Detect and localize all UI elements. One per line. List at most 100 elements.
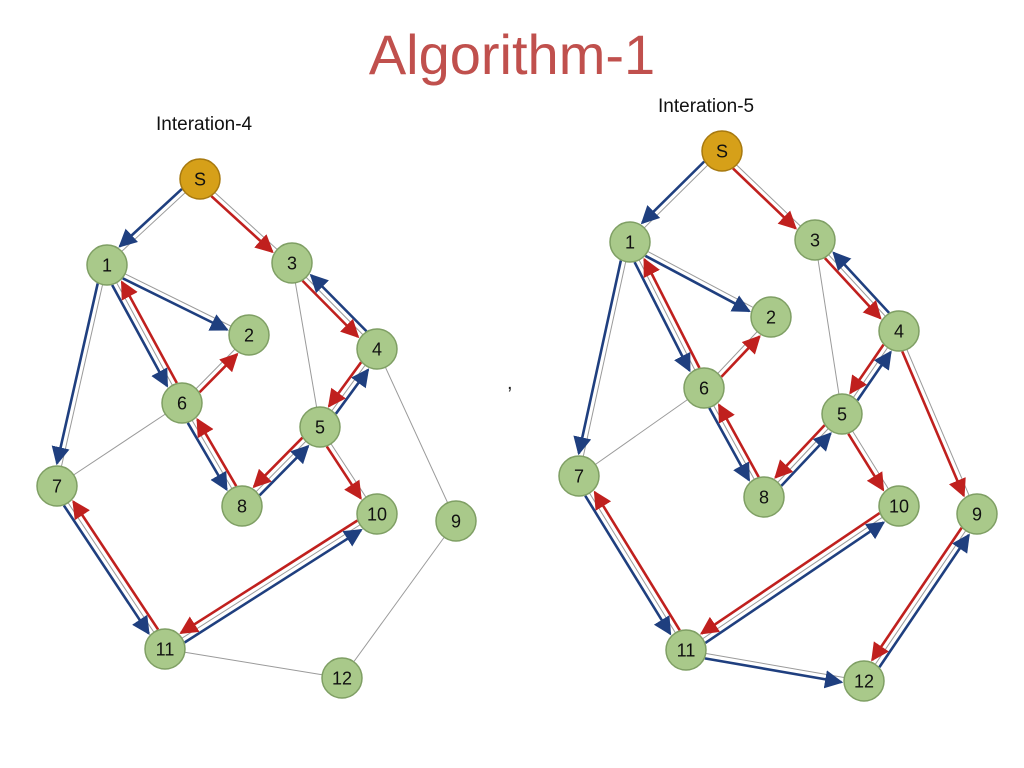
arc-forward-1-to-2	[122, 277, 229, 331]
node-label-5: 5	[315, 418, 325, 438]
arc-forward-S-to-1	[118, 187, 183, 248]
node-8	[743, 476, 785, 518]
arc-backward-4-to-9	[901, 350, 966, 498]
source-node	[701, 130, 743, 172]
node-6	[161, 382, 203, 424]
arc-forward-6-to-8	[708, 407, 751, 482]
node-label-4: 4	[894, 322, 904, 342]
node-label-7: 7	[52, 477, 62, 497]
arc-backward-6-to-1	[120, 280, 178, 384]
arc-forward-4-to-3	[309, 273, 368, 333]
node-label-3: 3	[287, 254, 297, 274]
node-1	[86, 244, 128, 286]
node-label-4: 4	[372, 340, 382, 360]
arc-backward-3-to-4	[301, 279, 360, 339]
arc-backward-6-to-2	[720, 335, 761, 378]
arc-forward-1-to-2	[644, 254, 751, 313]
edge-6-7	[578, 387, 705, 477]
node-2	[228, 314, 270, 356]
edge-4-9	[898, 330, 978, 515]
node-11	[144, 628, 186, 670]
node-7	[558, 455, 600, 497]
node-10	[356, 493, 398, 535]
arc-forward-11-to-12	[704, 657, 844, 689]
edge-1-6	[629, 241, 705, 389]
arc-backward-11-to-7	[72, 500, 160, 631]
arc-forward-12-to-9	[878, 533, 970, 668]
node-label-1: 1	[625, 233, 635, 253]
node-label-10: 10	[889, 497, 909, 517]
node-label-10: 10	[367, 505, 387, 525]
arc-backward-8-to-6	[196, 417, 238, 487]
arc-backward-5-to-8	[252, 436, 304, 489]
node-3	[794, 219, 836, 261]
arc-backward-11-to-7	[593, 490, 681, 632]
node-10	[878, 485, 920, 527]
node-12	[843, 660, 885, 702]
edge-1-2	[106, 264, 250, 336]
node-label-S: S	[194, 170, 206, 190]
node-label-12: 12	[332, 669, 352, 689]
node-7	[36, 465, 78, 507]
edge-4-9	[376, 348, 457, 522]
arc-forward-7-to-11	[62, 504, 150, 635]
page-title: Algorithm-1	[368, 23, 656, 86]
arc-backward-10-to-11	[699, 511, 881, 635]
arc-forward-8-to-5	[258, 444, 310, 497]
arc-forward-8-to-5	[780, 432, 832, 487]
source-node	[179, 158, 221, 200]
node-label-5: 5	[837, 405, 847, 425]
node-label-2: 2	[766, 308, 776, 328]
node-8	[221, 485, 263, 527]
edge-9-12	[863, 513, 978, 682]
edge-9-12	[341, 520, 457, 679]
node-label-7: 7	[574, 467, 584, 487]
node-label-12: 12	[854, 672, 874, 692]
arc-forward-S-to-1	[640, 160, 706, 225]
edge-1-7	[578, 241, 631, 477]
edge-11-10	[685, 505, 900, 651]
node-5	[821, 393, 863, 435]
edge-1-7	[56, 264, 108, 487]
arc-backward-S-to-3	[732, 167, 797, 230]
arc-backward-3-to-4	[823, 257, 882, 320]
edge-6-7	[56, 402, 183, 487]
arc-forward-1-to-7	[51, 283, 99, 466]
edge-S-1	[629, 150, 723, 243]
node-9	[956, 493, 998, 535]
arc-backward-6-to-2	[198, 352, 239, 394]
edge-11-12	[164, 648, 343, 679]
edge-11-10	[164, 513, 378, 650]
arc-backward-5-to-10	[325, 445, 362, 500]
node-6	[683, 367, 725, 409]
node-4	[356, 328, 398, 370]
node-2	[750, 296, 792, 338]
node-3	[271, 242, 313, 284]
arc-forward-11-to-10	[704, 521, 886, 645]
arc-backward-10-to-11	[179, 519, 359, 635]
edge-7-11	[56, 485, 166, 650]
node-4	[878, 310, 920, 352]
node-label-8: 8	[237, 497, 247, 517]
arc-forward-1-to-6	[111, 284, 169, 388]
edge-S-3	[721, 150, 816, 241]
edge-7-11	[578, 475, 687, 651]
edge-1-2	[629, 241, 772, 318]
iteration-5-caption: Interation-5	[658, 96, 755, 117]
node-9	[435, 500, 477, 542]
arc-forward-11-to-10	[183, 528, 363, 644]
arc-backward-4-to-5	[849, 343, 885, 395]
arc-forward-7-to-11	[584, 494, 672, 636]
arc-forward-1-to-7	[573, 260, 623, 456]
separator-comma: ,	[507, 372, 513, 394]
node-label-8: 8	[759, 488, 769, 508]
arc-forward-1-to-6	[633, 261, 691, 373]
arc-forward-6-to-8	[186, 422, 228, 492]
edge-S-3	[199, 178, 293, 264]
node-5	[299, 406, 341, 448]
arc-backward-5-to-10	[847, 432, 885, 492]
node-label-3: 3	[810, 231, 820, 251]
